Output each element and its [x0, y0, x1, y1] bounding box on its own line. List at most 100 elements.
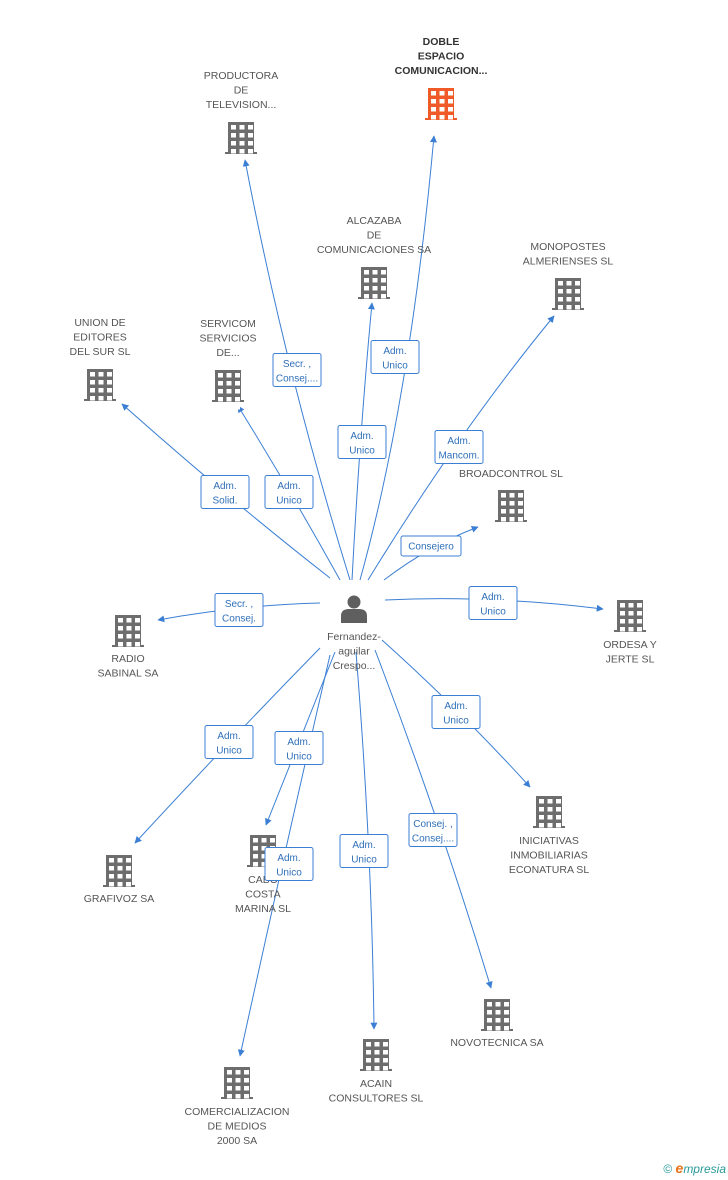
edge-label-productora[interactable]: Secr. ,Consej.... — [272, 353, 322, 387]
node-label-line: INMOBILIARIAS — [510, 850, 588, 862]
edge-label-line: Solid. — [212, 496, 237, 507]
node-label-line: DE MEDIOS — [208, 1121, 267, 1133]
edge-label-line: Adm. — [383, 346, 406, 357]
edge-label-servicom[interactable]: Adm. Unico — [264, 475, 314, 509]
node-label-line: MARINA SL — [235, 903, 291, 915]
edge-label-text: Adm.Unico — [480, 592, 506, 618]
edge-label-acain[interactable]: Adm.Unico — [339, 834, 389, 868]
edge-label-text: Adm. Unico — [276, 481, 302, 507]
edge-label-radio[interactable]: Secr. , Consej. — [214, 593, 264, 627]
edge-label-box — [431, 695, 481, 729]
brand-logo-text: mpresia — [683, 1162, 726, 1176]
edge-label-comercializacion[interactable]: Adm. Unico — [264, 847, 314, 881]
edge-label-line: Secr. , — [225, 599, 253, 610]
edge-label-line: Unico — [216, 746, 242, 757]
node-label-line: 2000 SA — [217, 1135, 257, 1147]
edge-label-box — [400, 535, 462, 557]
building-icon-union[interactable] — [84, 369, 116, 409]
copyright-symbol: © — [663, 1162, 673, 1176]
building-icon-acain[interactable] — [360, 1039, 392, 1079]
building-icon-grafivoz[interactable] — [103, 855, 135, 895]
edge-label-novotecnica[interactable]: Consej. ,Consej.... — [408, 813, 458, 847]
node-label-comercializacion: COMERCIALIZACION DE MEDIOS 2000 SA — [184, 1106, 289, 1147]
edge-label-line: Consejero — [408, 542, 454, 553]
node-label-line: Fernandez- — [327, 631, 381, 643]
building-icon-ordesa[interactable] — [614, 600, 646, 640]
node-label-line: NOVOTECNICA SA — [450, 1037, 543, 1049]
edge-label-line: Mancom. — [438, 451, 479, 462]
node-label-radio: RADIO SABINAL SA — [98, 653, 159, 680]
node-label-line: GRAFIVOZ SA — [84, 893, 155, 905]
edge-label-line: Secr. , — [283, 359, 311, 370]
building-icon-broadcontrol[interactable] — [495, 490, 527, 530]
building-icon-monopostes[interactable] — [552, 278, 584, 318]
edge-label-text: Adm.Unico — [286, 737, 312, 763]
node-label-line: MONOPOSTES — [530, 241, 605, 253]
edge-label-text: Adm.Unico — [351, 840, 377, 866]
node-label-line: DE — [234, 85, 249, 97]
edge-label-line: Consej. — [222, 614, 256, 625]
edge-label-text: Adm.Unico — [382, 346, 408, 372]
edge-label-union[interactable]: Adm.Solid. — [200, 475, 250, 509]
node-label-line: DEL SUR SL — [70, 346, 131, 358]
building-icon-alcazaba[interactable] — [358, 267, 390, 307]
edge-label-broadcontrol[interactable]: Consejero — [400, 535, 462, 557]
person-icon[interactable] — [341, 595, 367, 624]
edge-label-alcazaba[interactable]: Adm.Unico — [337, 425, 387, 459]
edge-label-doble[interactable]: Adm.Unico — [370, 340, 420, 374]
edge-label-box — [274, 731, 324, 765]
edge-label-text: Adm.Unico — [349, 431, 375, 457]
building-icon-novotecnica[interactable] — [481, 999, 513, 1039]
node-label-line: COMUNICACION... — [395, 65, 488, 77]
brand-footer[interactable]: © empresia — [663, 1160, 726, 1176]
node-label-line: ALCAZABA — [347, 215, 402, 227]
building-icon-radio[interactable] — [112, 615, 144, 655]
edge-label-line: Unico — [349, 446, 375, 457]
edge-label-line: Adm. — [277, 853, 300, 864]
edge-label-line: Unico — [286, 752, 312, 763]
edge-label-text: Secr. ,Consej.... — [276, 359, 318, 385]
building-icon-doble[interactable] — [425, 88, 457, 128]
node-label-line: COMERCIALIZACION — [184, 1106, 289, 1118]
edge-label-line: Adm. — [277, 481, 300, 492]
edge-label-text: Adm. Unico — [216, 731, 242, 757]
node-label-grafivoz: GRAFIVOZ SA — [84, 893, 155, 905]
edge-label-grafivoz[interactable]: Adm. Unico — [204, 725, 254, 759]
edge-label-box — [337, 425, 387, 459]
building-icon-productora[interactable] — [225, 122, 257, 162]
node-label-line: SERVICOM — [200, 318, 256, 330]
node-label-line: SABINAL SA — [98, 668, 159, 680]
node-label-line: ECONATURA SL — [509, 864, 589, 876]
building-icon-iniciativas[interactable] — [533, 796, 565, 836]
edge-label-line: Unico — [276, 496, 302, 507]
building-icon-servicom[interactable] — [212, 370, 244, 410]
node-label-line: COMUNICACIONES SA — [317, 244, 431, 256]
edge-label-text: Adm.Unico — [443, 701, 469, 727]
edge-label-ordesa[interactable]: Adm.Unico — [468, 586, 518, 620]
node-label-line: Crespo... — [333, 660, 376, 672]
edge-label-iniciativas[interactable]: Adm.Unico — [431, 695, 481, 729]
node-label-line: UNION DE — [74, 317, 125, 329]
node-label-line: DE... — [216, 347, 239, 359]
edge-label-monopostes[interactable]: Adm.Mancom. — [434, 430, 484, 464]
edge-label-line: Unico — [276, 868, 302, 879]
node-label-line: DOBLE — [423, 36, 460, 48]
building-icon-comercializacion[interactable] — [221, 1067, 253, 1107]
node-label-line: ACAIN — [360, 1078, 392, 1090]
edge-label-cabo[interactable]: Adm.Unico — [274, 731, 324, 765]
edge-label-box — [264, 475, 314, 509]
edge-label-line: Adm. — [217, 731, 240, 742]
node-label-line: RADIO — [111, 653, 144, 665]
edge-label-line: Unico — [443, 716, 469, 727]
edge-label-line: Unico — [480, 607, 506, 618]
edge-label-line: Consej.... — [412, 834, 454, 845]
